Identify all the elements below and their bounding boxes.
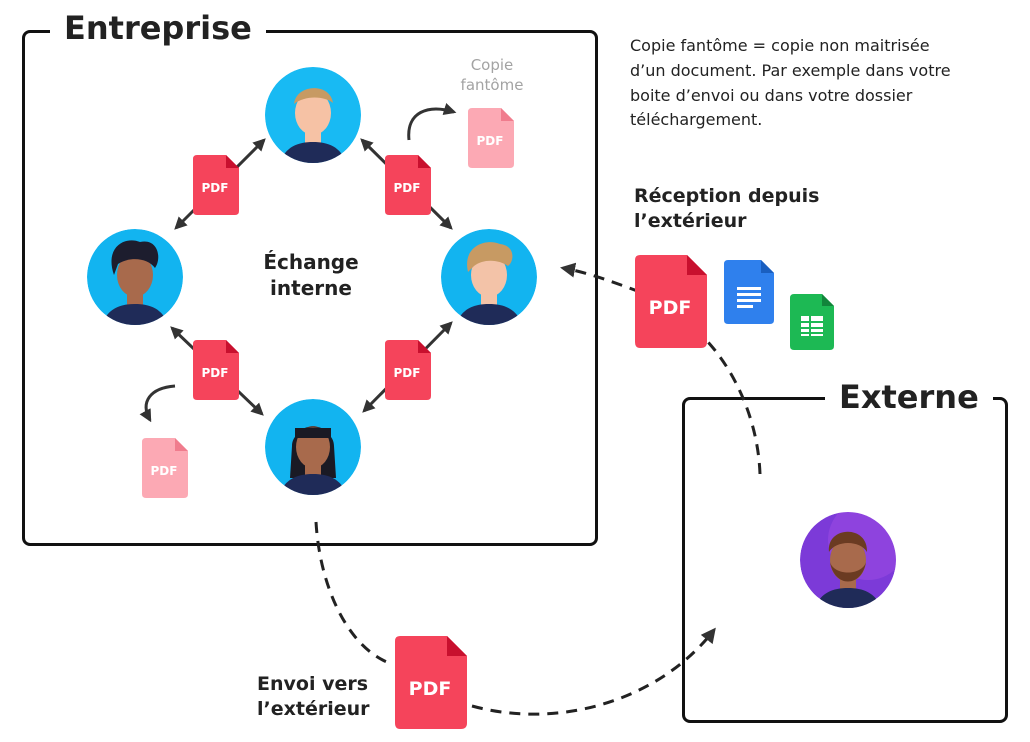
curved-arrow-icon — [407, 103, 457, 141]
note-line1: Copie fantôme = copie non maitrisée — [630, 36, 930, 55]
dashed-arrow-envoi — [314, 521, 714, 716]
pdf-file-icon: PDF — [395, 636, 467, 729]
envoi-line1: Envoi vers — [257, 673, 369, 695]
user-avatar-icon — [265, 399, 361, 495]
externe-title: Externe — [825, 381, 993, 413]
ghost-pdf-file-icon: PDF — [142, 438, 188, 498]
envoi-label: Envoi vers l’extérieur — [257, 672, 370, 721]
svg-text:PDF: PDF — [477, 134, 504, 148]
google-sheets-icon — [790, 294, 834, 350]
reception-line2: l’extérieur — [634, 209, 747, 232]
ghost-pdf-file-icon: PDF — [468, 108, 514, 168]
pdf-file-icon: PDF — [385, 155, 431, 215]
envoi-line2: l’extérieur — [257, 697, 370, 720]
reception-label: Réception depuis l’extérieur — [634, 184, 820, 233]
entreprise-box — [22, 30, 598, 546]
entreprise-title: Entreprise — [50, 12, 266, 44]
user-avatar-icon — [800, 512, 896, 608]
svg-text:PDF: PDF — [202, 181, 229, 195]
ghost-copy-label: Copie fantôme — [452, 56, 532, 95]
user-avatar-icon — [265, 67, 361, 163]
ghost-copy-line1: Copie — [470, 56, 514, 74]
pdf-file-icon: PDF — [385, 340, 431, 400]
center-label-line1: Échange — [263, 250, 359, 274]
dashed-arrow-reception — [563, 268, 762, 475]
note-line3: boite d’envoi ou dans votre dossier — [630, 85, 913, 105]
user-avatar-icon — [441, 229, 537, 325]
center-label-line2: interne — [270, 276, 352, 300]
svg-text:PDF: PDF — [394, 181, 421, 195]
note-line2: d’un document. Par exemple dans votre — [630, 60, 951, 80]
reception-line1: Réception depuis — [634, 185, 820, 207]
ghost-copy-line2: fantôme — [460, 75, 524, 94]
svg-text:PDF: PDF — [202, 366, 229, 380]
curved-arrow-icon — [139, 384, 176, 423]
svg-text:PDF: PDF — [409, 678, 452, 700]
note-line4: téléchargement. — [630, 110, 763, 130]
user-avatar-icon — [87, 229, 183, 325]
pdf-file-icon: PDF — [193, 340, 239, 400]
svg-text:PDF: PDF — [649, 297, 692, 319]
pdf-file-icon: PDF — [193, 155, 239, 215]
svg-text:PDF: PDF — [151, 464, 178, 478]
google-docs-icon — [724, 260, 774, 324]
center-label: Échange interne — [256, 249, 366, 301]
pdf-file-icon: PDF — [635, 255, 707, 348]
ghost-copy-note: Copie fantôme = copie non maitrisée d’un… — [630, 34, 1022, 133]
svg-text:PDF: PDF — [394, 366, 421, 380]
